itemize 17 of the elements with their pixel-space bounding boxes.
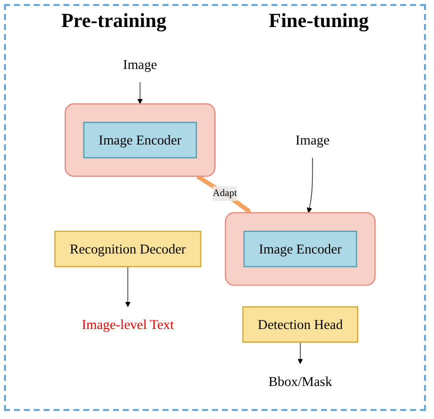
column-heading: Fine-tuning	[268, 10, 369, 33]
arrow	[298, 342, 303, 364]
arrow	[137, 82, 143, 104]
node-text: Image	[295, 132, 330, 148]
node-text: Image-level Text	[82, 316, 174, 332]
node-text: Bbox/Mask	[268, 374, 332, 390]
node-box: Image Encoder	[83, 122, 197, 158]
node-text: Image	[123, 56, 158, 72]
cluster	[224, 212, 376, 286]
node-box: Detection Head	[242, 306, 358, 343]
column-heading: Pre-training	[61, 10, 166, 33]
cluster	[64, 103, 216, 177]
edge-label: Adapt	[212, 188, 237, 199]
arrow	[306, 157, 313, 214]
arrow	[125, 266, 131, 308]
node-box: Recognition Decoder	[54, 230, 202, 268]
node-box: Image Encoder	[243, 230, 358, 268]
